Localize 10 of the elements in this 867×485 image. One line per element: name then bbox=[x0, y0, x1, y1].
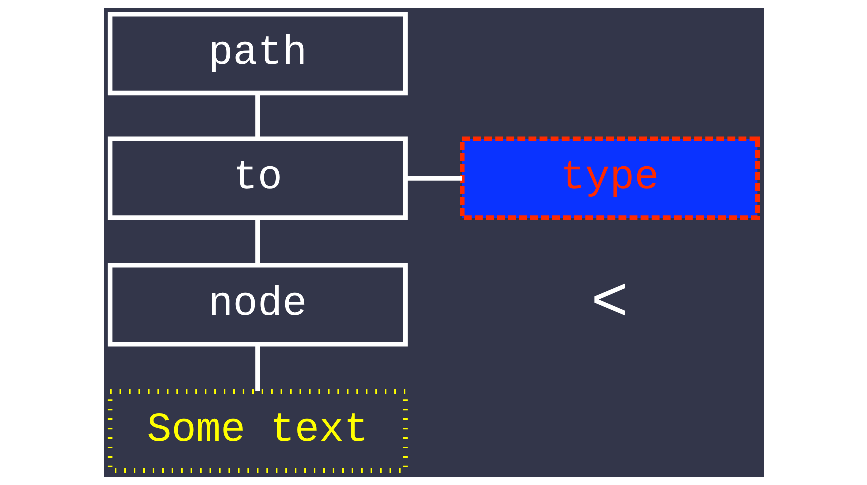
node-box: to bbox=[107, 136, 408, 220]
node-box: Some text bbox=[107, 389, 408, 474]
connector bbox=[405, 176, 462, 181]
label: < bbox=[590, 268, 628, 340]
node-box: node bbox=[107, 263, 408, 347]
connector bbox=[255, 344, 260, 392]
node-box: type bbox=[460, 136, 760, 220]
connector bbox=[255, 218, 260, 266]
connector bbox=[255, 94, 260, 139]
node-box: path bbox=[107, 12, 408, 96]
